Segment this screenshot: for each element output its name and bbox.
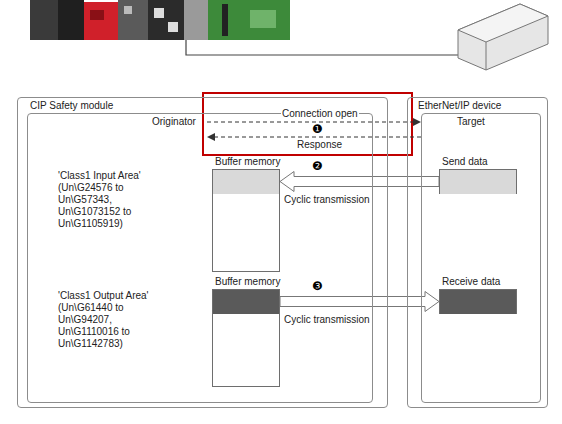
plc-module bbox=[148, 0, 184, 40]
dashed-line bbox=[207, 122, 415, 123]
plc-module bbox=[184, 0, 208, 40]
plc-module bbox=[84, 2, 118, 40]
originator-box: OriginatorBuffer memoryBuffer memory bbox=[27, 113, 373, 403]
plc-port bbox=[154, 8, 164, 18]
plc-module bbox=[118, 0, 148, 40]
memory-title: Buffer memory bbox=[215, 156, 280, 168]
buffer-memory-box: Buffer memory bbox=[212, 289, 280, 387]
device-top bbox=[458, 4, 548, 42]
device-title: EtherNet/IP device bbox=[418, 100, 501, 112]
target-box: TargetSend dataReceive data bbox=[421, 113, 541, 403]
data-title: Send data bbox=[442, 156, 488, 168]
plc-detail bbox=[90, 10, 104, 20]
send-data-box: Send data bbox=[439, 169, 517, 194]
device-edge bbox=[486, 42, 487, 70]
plc-detail bbox=[124, 6, 132, 14]
callout-number: ❶ bbox=[312, 123, 323, 136]
memory-band bbox=[213, 290, 279, 314]
edge-label: Response bbox=[296, 139, 343, 151]
plc-unit bbox=[30, 0, 290, 40]
memory-band bbox=[213, 170, 279, 194]
plc-detail bbox=[250, 10, 276, 28]
area-note: 'Class1 Output Area' (Un\G61440 to Un\G9… bbox=[58, 290, 166, 350]
callout-number: ❷ bbox=[312, 160, 323, 173]
area-note: 'Class1 Input Area' (Un\G24576 to Un\G57… bbox=[58, 170, 166, 230]
plc-module bbox=[58, 0, 84, 40]
dashed-line bbox=[213, 137, 421, 138]
edge-label: Cyclic transmission bbox=[283, 194, 371, 206]
plc-connector bbox=[222, 4, 228, 36]
memory-band bbox=[440, 170, 516, 194]
edge-label: Connection open bbox=[281, 108, 359, 120]
memory-band bbox=[440, 290, 516, 314]
callout-number: ❸ bbox=[312, 280, 323, 293]
plc-module bbox=[30, 0, 58, 40]
receive-data-box: Receive data bbox=[439, 289, 517, 314]
target-title: Target bbox=[457, 116, 485, 128]
connector bbox=[280, 172, 439, 192]
ethernet-device bbox=[458, 0, 548, 70]
edge-label: Cyclic transmission bbox=[283, 314, 371, 326]
buffer-memory-box: Buffer memory bbox=[212, 169, 280, 272]
hollow-arrow bbox=[280, 292, 439, 312]
highlight-frame bbox=[203, 93, 412, 155]
plc-board bbox=[208, 0, 290, 40]
connector bbox=[280, 292, 439, 312]
hollow-arrow bbox=[280, 172, 439, 192]
arrow-head bbox=[207, 133, 215, 141]
data-title: Receive data bbox=[442, 276, 500, 288]
module-title: CIP Safety module bbox=[30, 100, 113, 112]
network-cable bbox=[186, 40, 458, 55]
arrow-head bbox=[413, 118, 421, 126]
memory-title: Buffer memory bbox=[215, 276, 280, 288]
originator-title: Originator bbox=[152, 116, 196, 128]
device-body bbox=[458, 4, 548, 70]
device-box: EtherNet/IP deviceTargetSend dataReceive… bbox=[407, 97, 548, 408]
plc-port bbox=[168, 22, 178, 32]
